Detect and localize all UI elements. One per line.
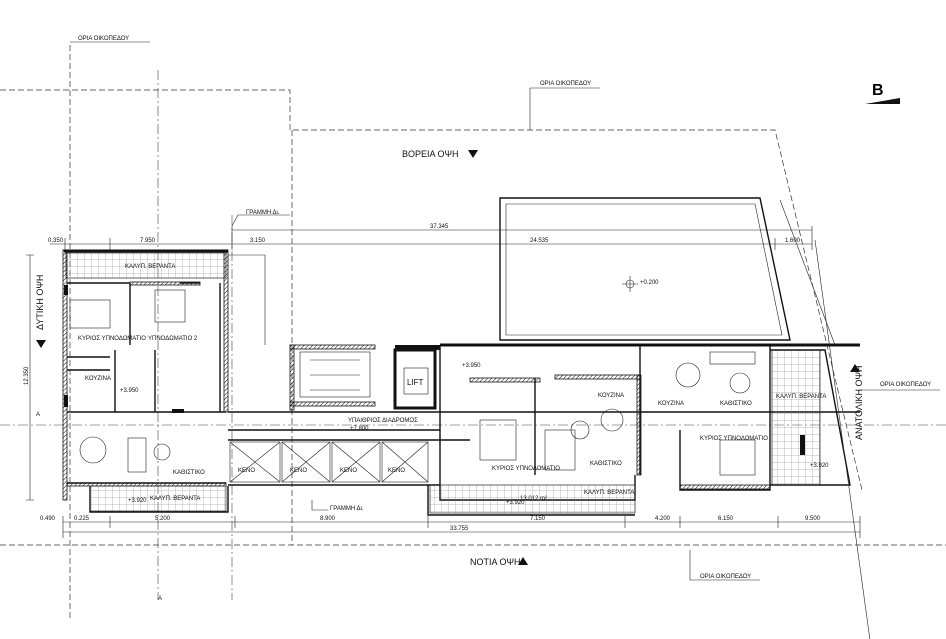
boundary-label-top-left: ΟΡΙΑ ΟΙΚΟΠΕΔΟΥ	[78, 36, 129, 42]
svg-text:12.350: 12.350	[24, 366, 30, 385]
svg-text:ΚΥΡΙΟΣ ΥΠΝΟΔΩΜΑΤΙΟ: ΚΥΡΙΟΣ ΥΠΝΟΔΩΜΑΤΙΟ	[492, 466, 560, 472]
svg-text:ΚΟΥΖΙΝΑ: ΚΟΥΖΙΝΑ	[658, 401, 684, 407]
boundary-label-right: ΟΡΙΑ ΟΙΚΟΠΕΔΟΥ	[880, 382, 931, 388]
svg-text:ΚΑΛΥΠ. ΒΕΡΑΝΤΑ: ΚΑΛΥΠ. ΒΕΡΑΝΤΑ	[776, 394, 826, 400]
pool-level: +0.200	[640, 280, 659, 286]
svg-text:ΚΑΛΥΠ. ΒΕΡΑΝΤΑ: ΚΑΛΥΠ. ΒΕΡΑΝΤΑ	[150, 496, 200, 502]
svg-text:8.900: 8.900	[320, 516, 336, 522]
svg-text:ΚΑΛΥΠ. ΒΕΡΑΝΤΑ: ΚΑΛΥΠ. ΒΕΡΑΝΤΑ	[584, 490, 634, 496]
west-apartment: ΚΑΛΥΠ. ΒΕΡΑΝΤΑ ΚΥΡΙΟΣ ΥΠΝΟΔΩΜΑΤΙΟ ΥΠΝΟΔΩ…	[62, 249, 229, 513]
svg-text:+3.920: +3.920	[810, 463, 829, 469]
svg-text:7.950: 7.950	[140, 238, 156, 244]
svg-text:ΚΕΝΟ: ΚΕΝΟ	[238, 468, 255, 474]
svg-text:+3.950: +3.950	[462, 363, 481, 369]
svg-text:+3.920: +3.920	[128, 498, 147, 504]
lift-label: LIFT	[407, 378, 424, 387]
svg-text:ΚΑΘΙΣΤΙΚΟ: ΚΑΘΙΣΤΙΚΟ	[720, 401, 752, 407]
svg-text:0.490: 0.490	[40, 516, 56, 522]
svg-text:ΚΕΝΟ: ΚΕΝΟ	[388, 468, 405, 474]
east-apartment: ΚΟΥΖΙΝΑ ΚΑΘΙΣΤΙΚΟ ΚΥΡΙΟΣ ΥΠΝΟΔΩΜΑΤΙΟ ΚΑΛ…	[639, 345, 851, 491]
boundary-label-bottom: ΟΡΙΑ ΟΙΚΟΠΕΔΟΥ	[700, 574, 751, 580]
svg-text:7.150: 7.150	[530, 516, 546, 522]
north-arrow: Β	[865, 82, 900, 104]
north-elevation-label: ΒΟΡΕΙΑ ΟΨΗ	[402, 149, 459, 159]
boundary-label-top: ΟΡΙΑ ΟΙΚΟΠΕΔΟΥ	[540, 81, 591, 87]
svg-text:ΚΥΡΙΟΣ ΥΠΝΟΔΩΜΑΤΙΟ: ΚΥΡΙΟΣ ΥΠΝΟΔΩΜΑΤΙΟ	[78, 336, 146, 342]
building-line-bottom: ΓΡΑΜΜΗ Δι.	[330, 506, 364, 512]
svg-text:+3.920: +3.920	[506, 500, 525, 506]
svg-text:33.755: 33.755	[450, 526, 469, 532]
svg-text:9.500: 9.500	[805, 516, 821, 522]
dimensions-top: 37.345 0.350 7.950 3.150 24.535 1.600 12…	[24, 224, 813, 501]
svg-text:Β: Β	[872, 82, 884, 99]
middle-apartment: ΚΥΡΙΟΣ ΥΠΝΟΔΩΜΑΤΙΟ ΚΟΥΖΙΝΑ ΚΑΘΙΣΤΙΚΟ ΚΑΛ…	[427, 343, 860, 516]
svg-text:ΚΑΘΙΣΤΙΚΟ: ΚΑΘΙΣΤΙΚΟ	[590, 461, 622, 467]
svg-text:+7.800: +7.800	[350, 426, 369, 432]
svg-text:ΥΠΝΟΔΩΜΑΤΙΟ 2: ΥΠΝΟΔΩΜΑΤΙΟ 2	[148, 336, 198, 342]
east-elevation-label: ΑΝΑΤΟΛΙΚΗ ΟΨΗ	[854, 365, 864, 440]
section-mark-bottom: A	[158, 596, 162, 602]
central-core: LIFT ΥΠΑΙΘΡΙΟΣ ΔΙΑΔΡΟΜΟΣ +7.800 ΚΕΝΟ ΚΕΝ…	[228, 344, 860, 486]
svg-text:0.350: 0.350	[48, 238, 64, 244]
svg-text:4.200: 4.200	[655, 516, 671, 522]
west-elevation-label: ΔΥΤΙΚΗ ΟΨΗ	[35, 275, 45, 330]
north-elevation-marker-icon	[468, 150, 478, 158]
dimensions-bottom: 0.490 0.225 5.200 8.900 7.150 4.200 6.15…	[40, 516, 861, 538]
svg-text:6.150: 6.150	[718, 516, 734, 522]
svg-text:ΚΑΛΥΠ. ΒΕΡΑΝΤΑ: ΚΑΛΥΠ. ΒΕΡΑΝΤΑ	[125, 264, 175, 270]
svg-text:37.345: 37.345	[430, 224, 449, 230]
south-elevation-marker-icon	[518, 557, 528, 565]
svg-text:ΚΕΝΟ: ΚΕΝΟ	[340, 468, 357, 474]
svg-text:+3.950: +3.950	[120, 388, 139, 394]
svg-text:0.225: 0.225	[74, 516, 90, 522]
svg-text:3.150: 3.150	[250, 238, 266, 244]
building-line-top: ΓΡΑΜΜΗ Δι.	[246, 210, 280, 216]
svg-text:ΚΥΡΙΟΣ ΥΠΝΟΔΩΜΑΤΙΟ: ΚΥΡΙΟΣ ΥΠΝΟΔΩΜΑΤΙΟ	[700, 436, 768, 442]
svg-text:5.200: 5.200	[155, 516, 171, 522]
svg-text:ΥΠΑΙΘΡΙΟΣ ΔΙΑΔΡΟΜΟΣ: ΥΠΑΙΘΡΙΟΣ ΔΙΑΔΡΟΜΟΣ	[348, 418, 418, 424]
pool-outline	[499, 197, 791, 341]
svg-text:1.600: 1.600	[785, 238, 801, 244]
south-elevation-label: ΝΟΤΙΑ ΟΨΗ	[470, 557, 521, 567]
svg-text:ΚΕΝΟ: ΚΕΝΟ	[290, 468, 307, 474]
section-mark-left: A	[36, 412, 40, 418]
svg-text:24.535: 24.535	[530, 238, 549, 244]
svg-text:ΚΑΘΙΣΤΙΚΟ: ΚΑΘΙΣΤΙΚΟ	[173, 470, 205, 476]
property-boundary	[0, 41, 946, 620]
svg-text:ΚΟΥΖΙΝΑ: ΚΟΥΖΙΝΑ	[598, 393, 624, 399]
east-elevation-marker-icon	[850, 364, 860, 372]
west-elevation-marker-icon	[36, 340, 46, 348]
svg-text:ΚΟΥΖΙΝΑ: ΚΟΥΖΙΝΑ	[85, 376, 111, 382]
svg-text:13.012 m²: 13.012 m²	[520, 496, 547, 502]
